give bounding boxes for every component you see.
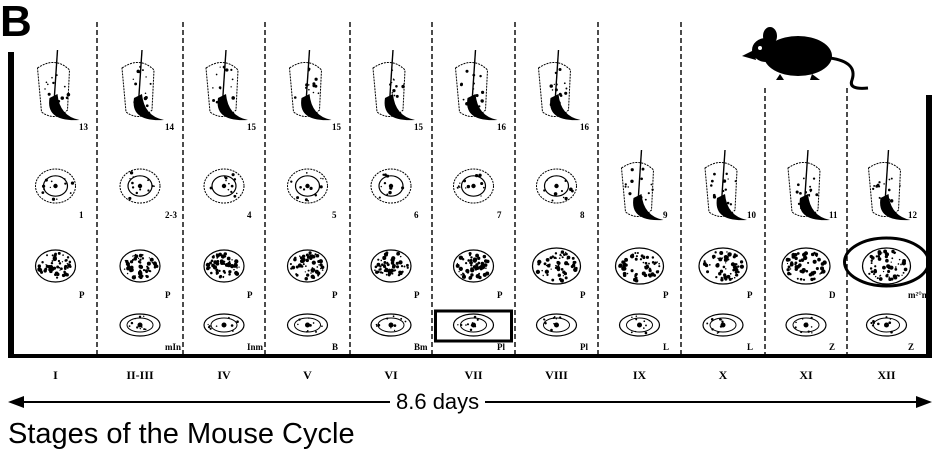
arrow-right-icon	[916, 396, 932, 408]
stage-column-cells	[454, 50, 498, 336]
stage-label: VIII	[527, 368, 587, 383]
right-border	[926, 95, 932, 358]
cell-label: 13	[79, 122, 88, 132]
cell-label: B	[332, 342, 338, 352]
mouse-icon	[742, 27, 868, 88]
arrow-left-icon	[8, 396, 24, 408]
figure-caption: Stages of the Mouse Cycle	[8, 420, 355, 449]
stage-label: II-III	[110, 368, 170, 383]
stage-column-cells	[371, 50, 415, 336]
stage-column-cells	[120, 50, 164, 336]
cell-label: P	[165, 290, 171, 300]
cell-label: mIn	[165, 342, 181, 352]
cell-label: 7	[497, 210, 502, 220]
cell-label: 6	[414, 210, 419, 220]
cell-label: 8	[580, 210, 585, 220]
cell-label: P	[497, 290, 503, 300]
cell-label: 15	[414, 122, 423, 132]
cell-label: P	[414, 290, 420, 300]
cell-label: m²°m	[908, 290, 929, 300]
stage-column-cells	[699, 150, 747, 336]
cell-label: 4	[247, 210, 252, 220]
cell-label: Bm	[414, 342, 428, 352]
cell-label: 10	[747, 210, 756, 220]
cell-label: Pl	[497, 342, 505, 352]
cell-label: P	[247, 290, 253, 300]
stage-column-cells	[863, 150, 911, 336]
cell-label: P	[580, 290, 586, 300]
stage-label: VII	[444, 368, 504, 383]
cell-label: 9	[663, 210, 668, 220]
stage-column-cells	[204, 50, 248, 336]
cell-label: Pl	[580, 342, 588, 352]
cell-label: D	[829, 290, 836, 300]
cell-label: 2-3	[165, 210, 177, 220]
cell-label: P	[663, 290, 669, 300]
cell-label: 11	[829, 210, 838, 220]
stage-column-cells	[782, 150, 830, 336]
stage-label: IX	[610, 368, 670, 383]
stage-column-cells	[616, 150, 664, 336]
stage-column-cells	[36, 50, 80, 282]
cell-label: 16	[580, 122, 589, 132]
cell-label: Z	[908, 342, 914, 352]
cell-label: 14	[165, 122, 174, 132]
stage-label: XI	[776, 368, 836, 383]
stage-column-cells	[288, 50, 332, 336]
cell-label: P	[747, 290, 753, 300]
baseline	[8, 354, 932, 358]
cell-label: 16	[497, 122, 506, 132]
cell-label: P	[332, 290, 338, 300]
left-border	[8, 52, 14, 358]
cell-label: Z	[829, 342, 835, 352]
cell-label: 5	[332, 210, 337, 220]
duration-label: 8.6 days	[390, 391, 485, 413]
cell-label: 15	[247, 122, 256, 132]
cell-label: 12	[908, 210, 917, 220]
stage-label: V	[278, 368, 338, 383]
stage-column-cells	[533, 50, 581, 336]
cell-label: 1	[79, 210, 84, 220]
cell-label: 15	[332, 122, 341, 132]
stage-label: VI	[361, 368, 421, 383]
cell-label: L	[663, 342, 669, 352]
stage-label: I	[26, 368, 86, 383]
stage-label: X	[693, 368, 753, 383]
stage-label: XII	[857, 368, 917, 383]
cell-label: Inm	[247, 342, 263, 352]
stage-label: IV	[194, 368, 254, 383]
stage-dividers	[97, 22, 847, 354]
cell-label: L	[747, 342, 753, 352]
cell-label: P	[79, 290, 85, 300]
